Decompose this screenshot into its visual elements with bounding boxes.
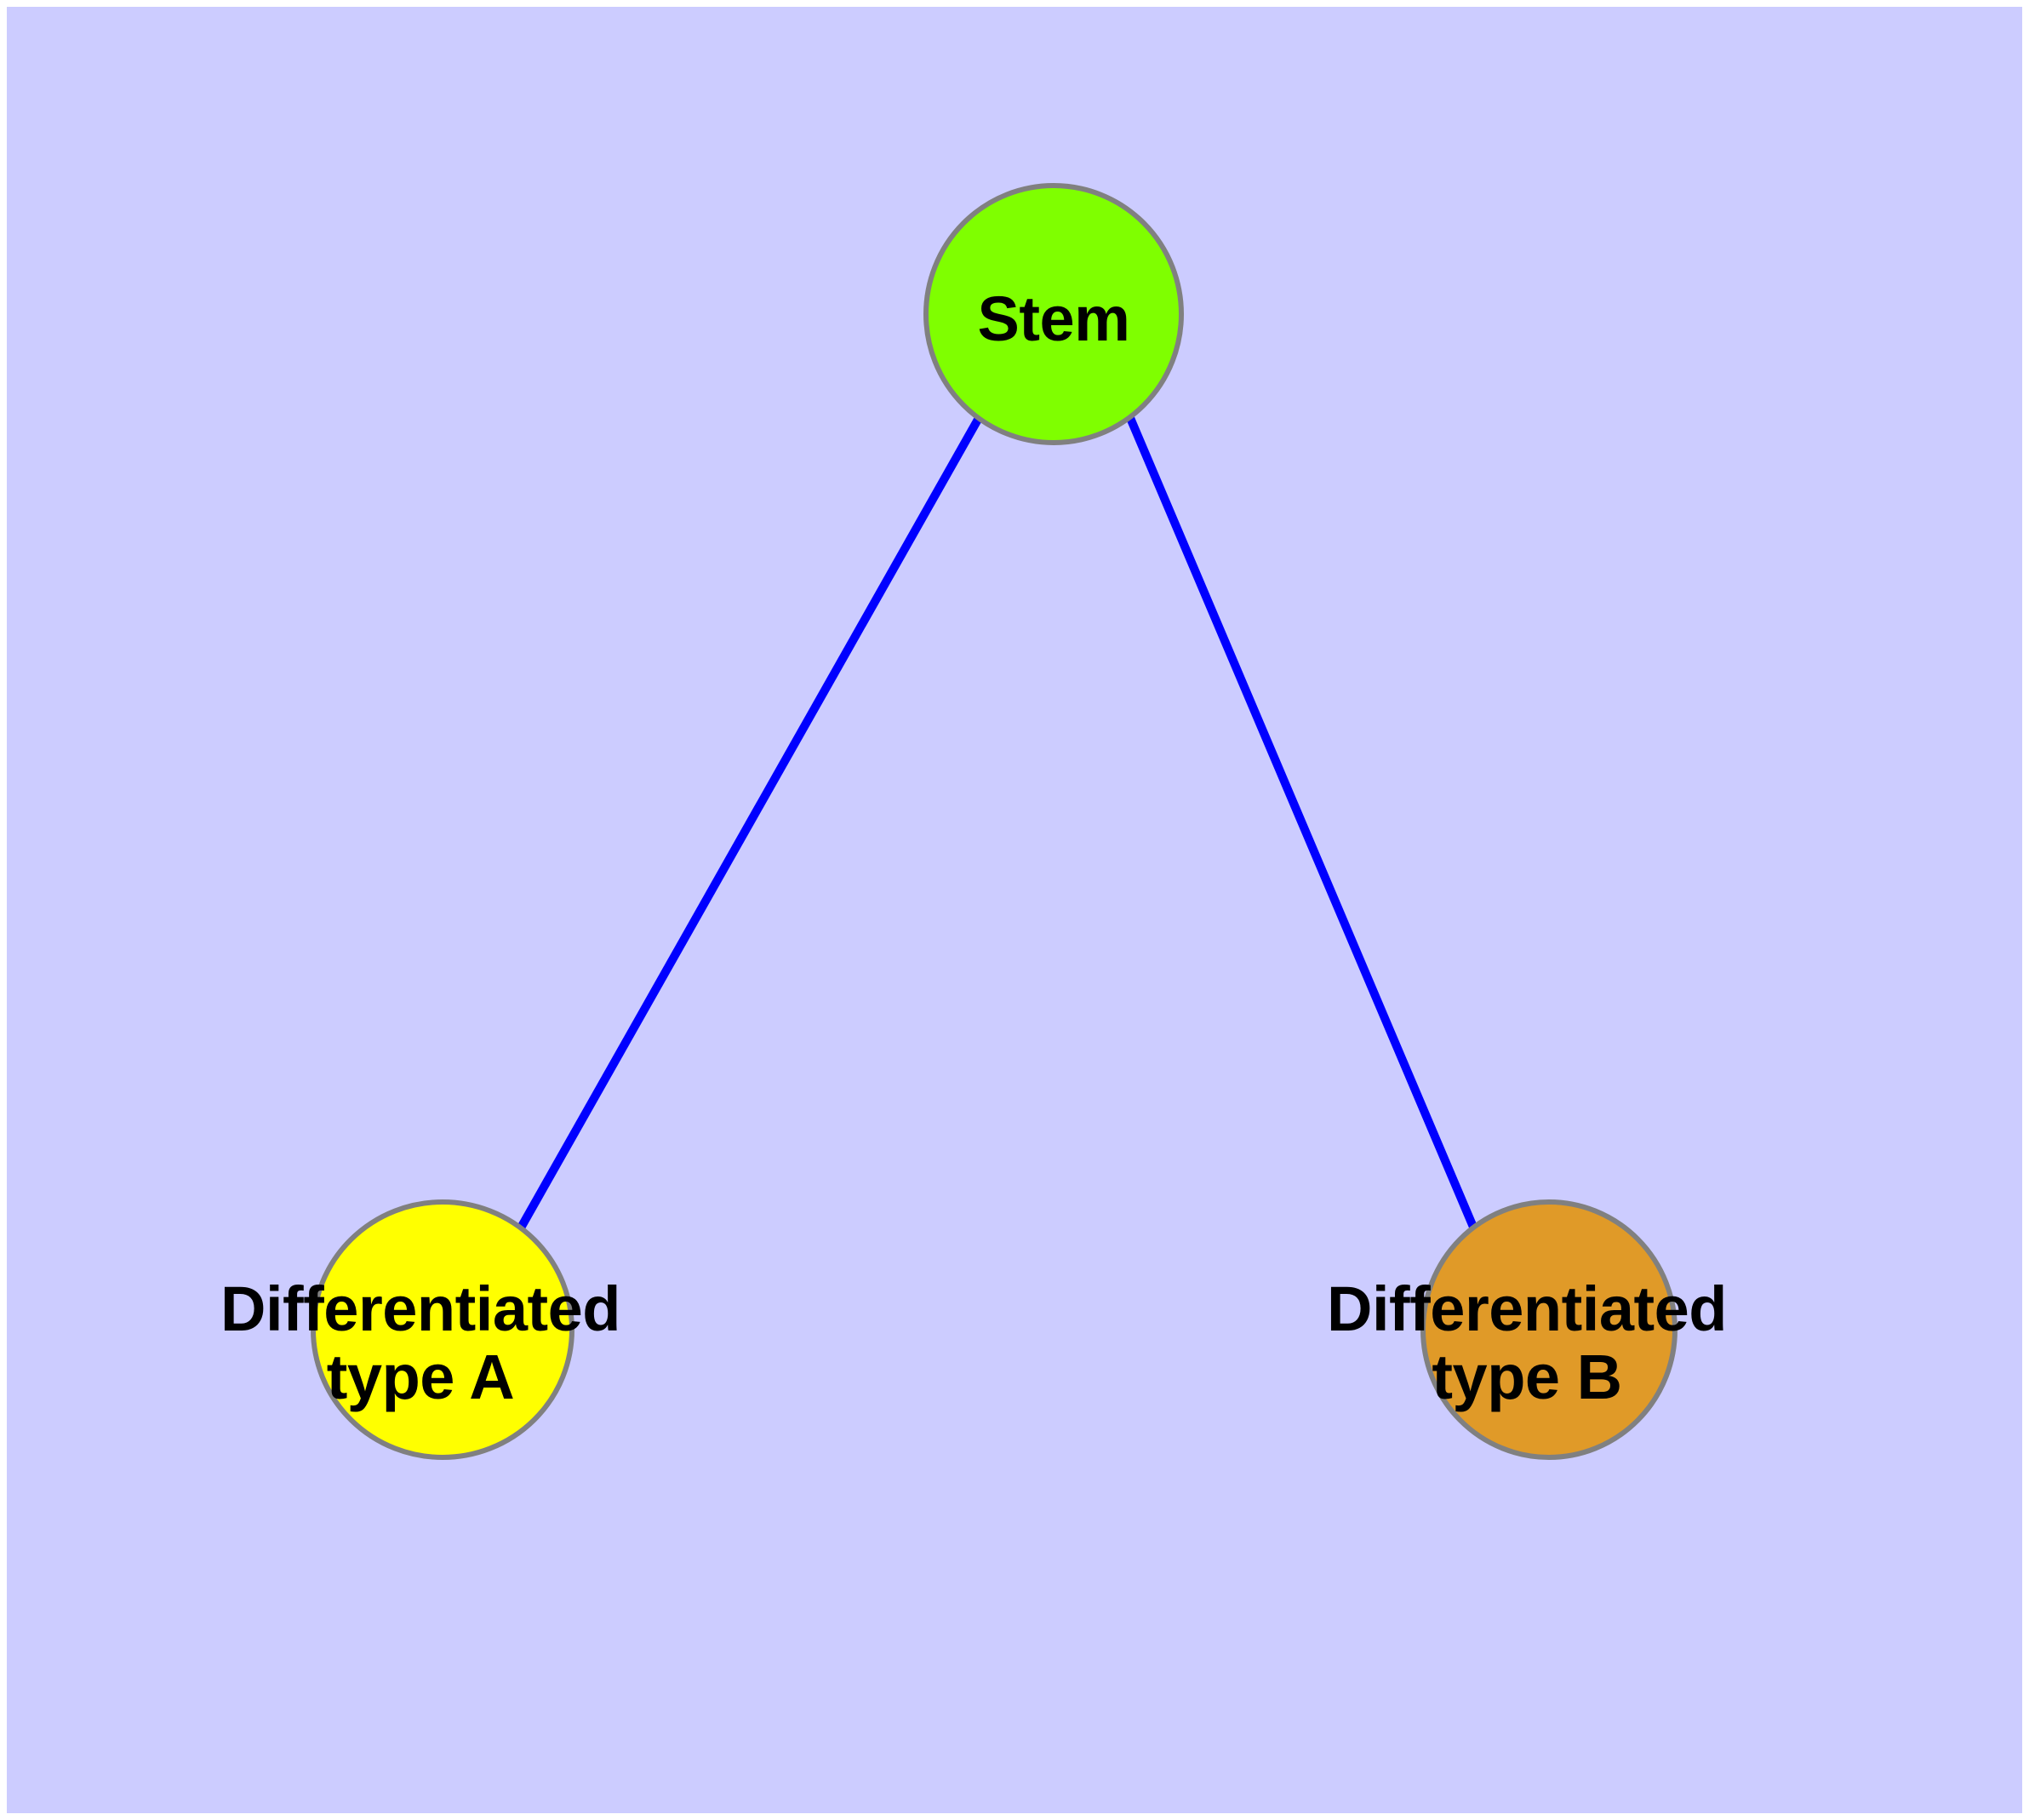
node-stem[interactable]	[923, 183, 1184, 445]
node-layer	[311, 183, 1677, 1460]
edge-layer	[516, 415, 1479, 1233]
node-differentiated-type-b[interactable]	[1420, 1199, 1677, 1460]
edge-stem-to-type-a	[516, 415, 983, 1232]
edge-stem-to-type-b	[1126, 416, 1479, 1233]
node-differentiated-type-a[interactable]	[311, 1199, 574, 1460]
